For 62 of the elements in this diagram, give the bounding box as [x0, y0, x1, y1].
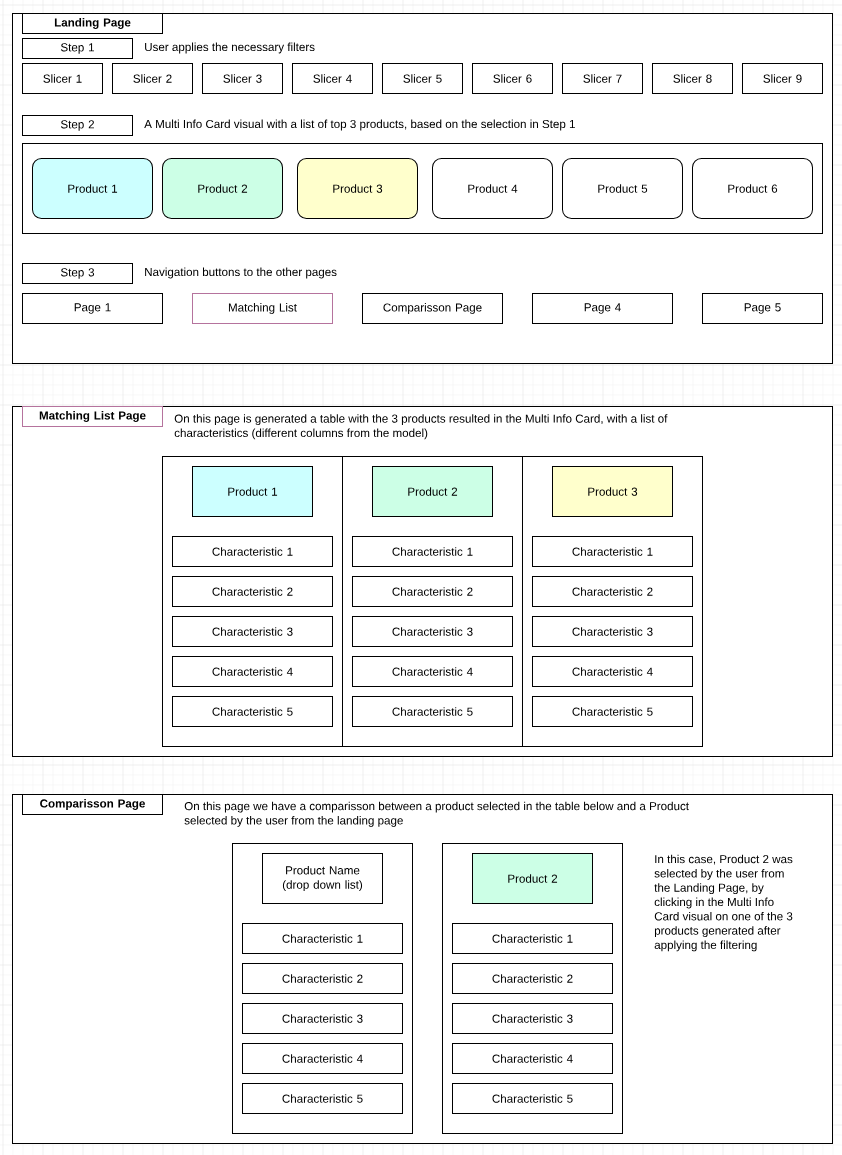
step-box: Step 1 [22, 38, 133, 59]
product-header: Product 3 [552, 466, 673, 517]
step-description: A Multi Info Card visual with a list of top 3 products, based on the selection in Step 1 [144, 119, 575, 131]
product-card: Product 6 [692, 158, 813, 219]
characteristic-box: Characteristic 4 [172, 656, 333, 687]
page-description: On this page we have a comparisson between a product selected in the table below and a Product selected by the user from the landing page [184, 801, 689, 827]
page-title-tab: Comparisson Page [22, 794, 163, 815]
page-title-tab: Landing Page [22, 13, 163, 34]
characteristic-box: Characteristic 2 [242, 963, 403, 994]
characteristic-box: Characteristic 3 [242, 1003, 403, 1034]
characteristic-box: Characteristic 5 [452, 1083, 613, 1114]
navigation-button: Page 5 [702, 293, 823, 324]
characteristic-box: Characteristic 2 [352, 576, 513, 607]
characteristic-box: Characteristic 3 [452, 1003, 613, 1034]
product-card: Product 4 [432, 158, 553, 219]
characteristic-box: Characteristic 1 [242, 923, 403, 954]
characteristic-box: Characteristic 5 [172, 696, 333, 727]
characteristic-box: Characteristic 1 [172, 536, 333, 567]
characteristic-box: Characteristic 2 [172, 576, 333, 607]
characteristic-box: Characteristic 2 [532, 576, 693, 607]
slicer-box: Slicer 6 [472, 63, 553, 94]
characteristic-box: Characteristic 5 [352, 696, 513, 727]
characteristic-box: Characteristic 5 [242, 1083, 403, 1114]
step-description: User applies the necessary filters [145, 42, 315, 54]
page-title-tab: Matching List Page [22, 406, 163, 427]
note-text: In this case, Product 2 was selected by the user from the Landing Page, by clicking in the Multi Info Card visual on one of the 3 products generated after applying the filtering [654, 854, 793, 952]
navigation-button: Matching List [192, 293, 333, 324]
characteristic-box: Characteristic 3 [172, 616, 333, 647]
navigation-button: Page 4 [532, 293, 673, 324]
slicer-box: Slicer 2 [112, 63, 193, 94]
product-card: Product 2 [162, 158, 283, 219]
slicer-box: Slicer 1 [22, 63, 103, 94]
characteristic-box: Characteristic 3 [532, 616, 693, 647]
characteristic-box: Characteristic 5 [532, 696, 693, 727]
dropdown-box: Product Name (drop down list) [262, 853, 383, 904]
characteristic-box: Characteristic 4 [452, 1043, 613, 1074]
navigation-button: Page 1 [22, 293, 163, 324]
navigation-button: Comparisson Page [362, 293, 503, 324]
step-description: Navigation buttons to the other pages [145, 267, 337, 279]
characteristic-box: Characteristic 1 [452, 923, 613, 954]
product-header: Product 2 [372, 466, 493, 517]
slicer-box: Slicer 9 [742, 63, 823, 94]
characteristic-box: Characteristic 1 [352, 536, 513, 567]
slicer-box: Slicer 7 [562, 63, 643, 94]
step-box: Step 2 [22, 115, 133, 136]
product-card: Product 5 [562, 158, 683, 219]
characteristic-box: Characteristic 2 [452, 963, 613, 994]
characteristic-box: Characteristic 1 [532, 536, 693, 567]
characteristic-box: Characteristic 4 [532, 656, 693, 687]
step-box: Step 3 [22, 263, 133, 284]
slicer-box: Slicer 4 [292, 63, 373, 94]
slicer-box: Slicer 3 [202, 63, 283, 94]
product-card: Product 1 [32, 158, 153, 219]
slicer-box: Slicer 8 [652, 63, 733, 94]
product-card: Product 3 [297, 158, 418, 219]
slicer-box: Slicer 5 [382, 63, 463, 94]
page-description: On this page is generated a table with the 3 products resulted in the Multi Info Card, with a list of characteristics (different columns from the model) [174, 414, 668, 440]
characteristic-box: Characteristic 4 [242, 1043, 403, 1074]
product-header: Product 1 [192, 466, 313, 517]
characteristic-box: Characteristic 4 [352, 656, 513, 687]
characteristic-box: Characteristic 3 [352, 616, 513, 647]
product-header: Product 2 [472, 853, 593, 904]
